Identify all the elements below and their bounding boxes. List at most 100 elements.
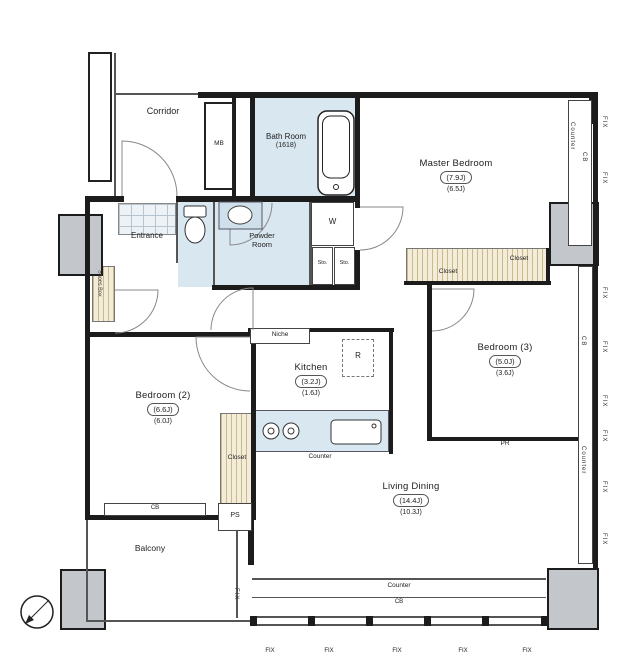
- wall: [404, 281, 551, 285]
- fix-label: FIX: [601, 533, 607, 546]
- room-size: (7.9J): [440, 171, 472, 184]
- ld-counter-line: [252, 597, 546, 598]
- fix-label: FIX: [458, 648, 468, 654]
- cb-label: CB: [581, 152, 587, 163]
- wall: [198, 92, 597, 98]
- room-name: Bath Room: [265, 132, 307, 141]
- wall: [251, 332, 256, 520]
- bathroom-label: Bath Room (1618): [253, 132, 319, 149]
- wall: [248, 515, 254, 565]
- fix-label: FIX: [522, 648, 532, 654]
- room-name: Bedroom (2): [135, 390, 191, 401]
- wall: [593, 96, 598, 570]
- fix-label: FIX: [324, 648, 334, 654]
- compass-icon: [20, 595, 54, 629]
- cb-strip-bedroom2: [104, 503, 206, 516]
- room-name: Bedroom (3): [477, 342, 533, 353]
- wall: [176, 196, 360, 202]
- mullion: [424, 616, 431, 626]
- closet-label: Closet: [509, 255, 529, 262]
- room-size-net: (10.3J): [400, 509, 422, 516]
- corridor-line: [114, 93, 200, 95]
- wall: [85, 332, 256, 337]
- wall: [355, 250, 360, 288]
- balcony-line: [86, 620, 251, 622]
- counter-label: Counter: [387, 582, 411, 589]
- storage-2: [334, 247, 355, 285]
- shoes-box-label: Shoes Box: [96, 270, 103, 297]
- counter-label: Counter: [569, 122, 575, 151]
- niche-box: [250, 328, 310, 344]
- cb-label: CB: [150, 505, 160, 511]
- fix-label: FIX: [601, 481, 607, 494]
- shoes-box: [92, 266, 115, 322]
- mullion: [308, 616, 315, 626]
- ps-label: PS: [230, 512, 240, 519]
- pillar-left-mid: [58, 214, 103, 276]
- fix-label: FIX: [601, 172, 607, 185]
- room-size: (1618): [275, 142, 297, 149]
- balcony-line: [86, 520, 88, 622]
- room-name: Living Dining: [382, 481, 440, 492]
- cb-label: CB: [394, 599, 404, 605]
- cb-label: CB: [580, 336, 586, 347]
- wall: [248, 328, 394, 332]
- master-bedroom-label: Master Bedroom (7.9J) (6.5J): [392, 158, 520, 193]
- fridge-label: R: [355, 351, 361, 360]
- entrance-label: Entrance: [130, 231, 164, 240]
- mullion: [366, 616, 373, 626]
- room-size-net: (6.0J): [154, 418, 172, 425]
- wc-wall: [213, 201, 215, 289]
- kitchen-label: Kitchen (3.2J) (1.6J): [272, 362, 350, 397]
- powder-room-label: Powder Room: [249, 231, 275, 249]
- washer-label: W: [328, 217, 337, 226]
- ps-shaft: [218, 503, 252, 531]
- fix-label: FIX: [233, 588, 239, 601]
- storage-label: Sto.: [317, 260, 328, 266]
- kitchen-sink-icon: [330, 419, 382, 445]
- wall: [85, 515, 256, 520]
- storage-1: [312, 247, 333, 285]
- window-line: [250, 624, 548, 626]
- window-line: [250, 616, 548, 618]
- pillar-left-bottom: [60, 569, 106, 630]
- counter-label: Counter: [580, 446, 586, 475]
- niche-label: Niche: [271, 331, 289, 338]
- mullion: [250, 616, 257, 626]
- storage-label: Sto.: [339, 260, 350, 266]
- fridge-space: [342, 339, 374, 377]
- wall: [212, 285, 360, 290]
- fix-label: FIX: [601, 430, 607, 443]
- bedroom2-label: Bedroom (2) (6.6J) (6.0J): [101, 390, 225, 425]
- counter-strip-right: [578, 266, 593, 564]
- wall: [85, 196, 124, 202]
- fix-label: FIX: [601, 287, 607, 300]
- balcony-label: Balcony: [134, 543, 166, 553]
- fix-label: FIX: [392, 648, 402, 654]
- washer-space: [311, 202, 354, 246]
- wall: [427, 285, 432, 441]
- counter-strip-top-right: [568, 100, 592, 246]
- pillar-slab-top-left: [88, 52, 112, 182]
- wall: [389, 328, 393, 454]
- wc-wall: [176, 201, 178, 263]
- fix-label: FIX: [601, 341, 607, 354]
- wall: [427, 437, 579, 441]
- counter-label: Counter: [308, 453, 332, 460]
- living-dining-label: Living Dining (14.4J) (10.3J): [349, 481, 473, 516]
- mb-label: MB: [214, 140, 224, 147]
- wall: [85, 196, 90, 520]
- room-name: Master Bedroom: [419, 158, 493, 169]
- corridor-line: [114, 53, 116, 197]
- pillar-right-bottom: [547, 568, 599, 630]
- room-size-net: (3.6J): [496, 370, 514, 377]
- wall: [232, 94, 236, 198]
- balcony-divider: [236, 520, 238, 618]
- room-size-net: (1.6J): [302, 390, 320, 397]
- bathtub-icon: [317, 110, 355, 196]
- mb-shaft: [204, 102, 234, 190]
- room-size: (6.6J): [147, 403, 179, 416]
- corridor-label: Corridor: [146, 106, 180, 116]
